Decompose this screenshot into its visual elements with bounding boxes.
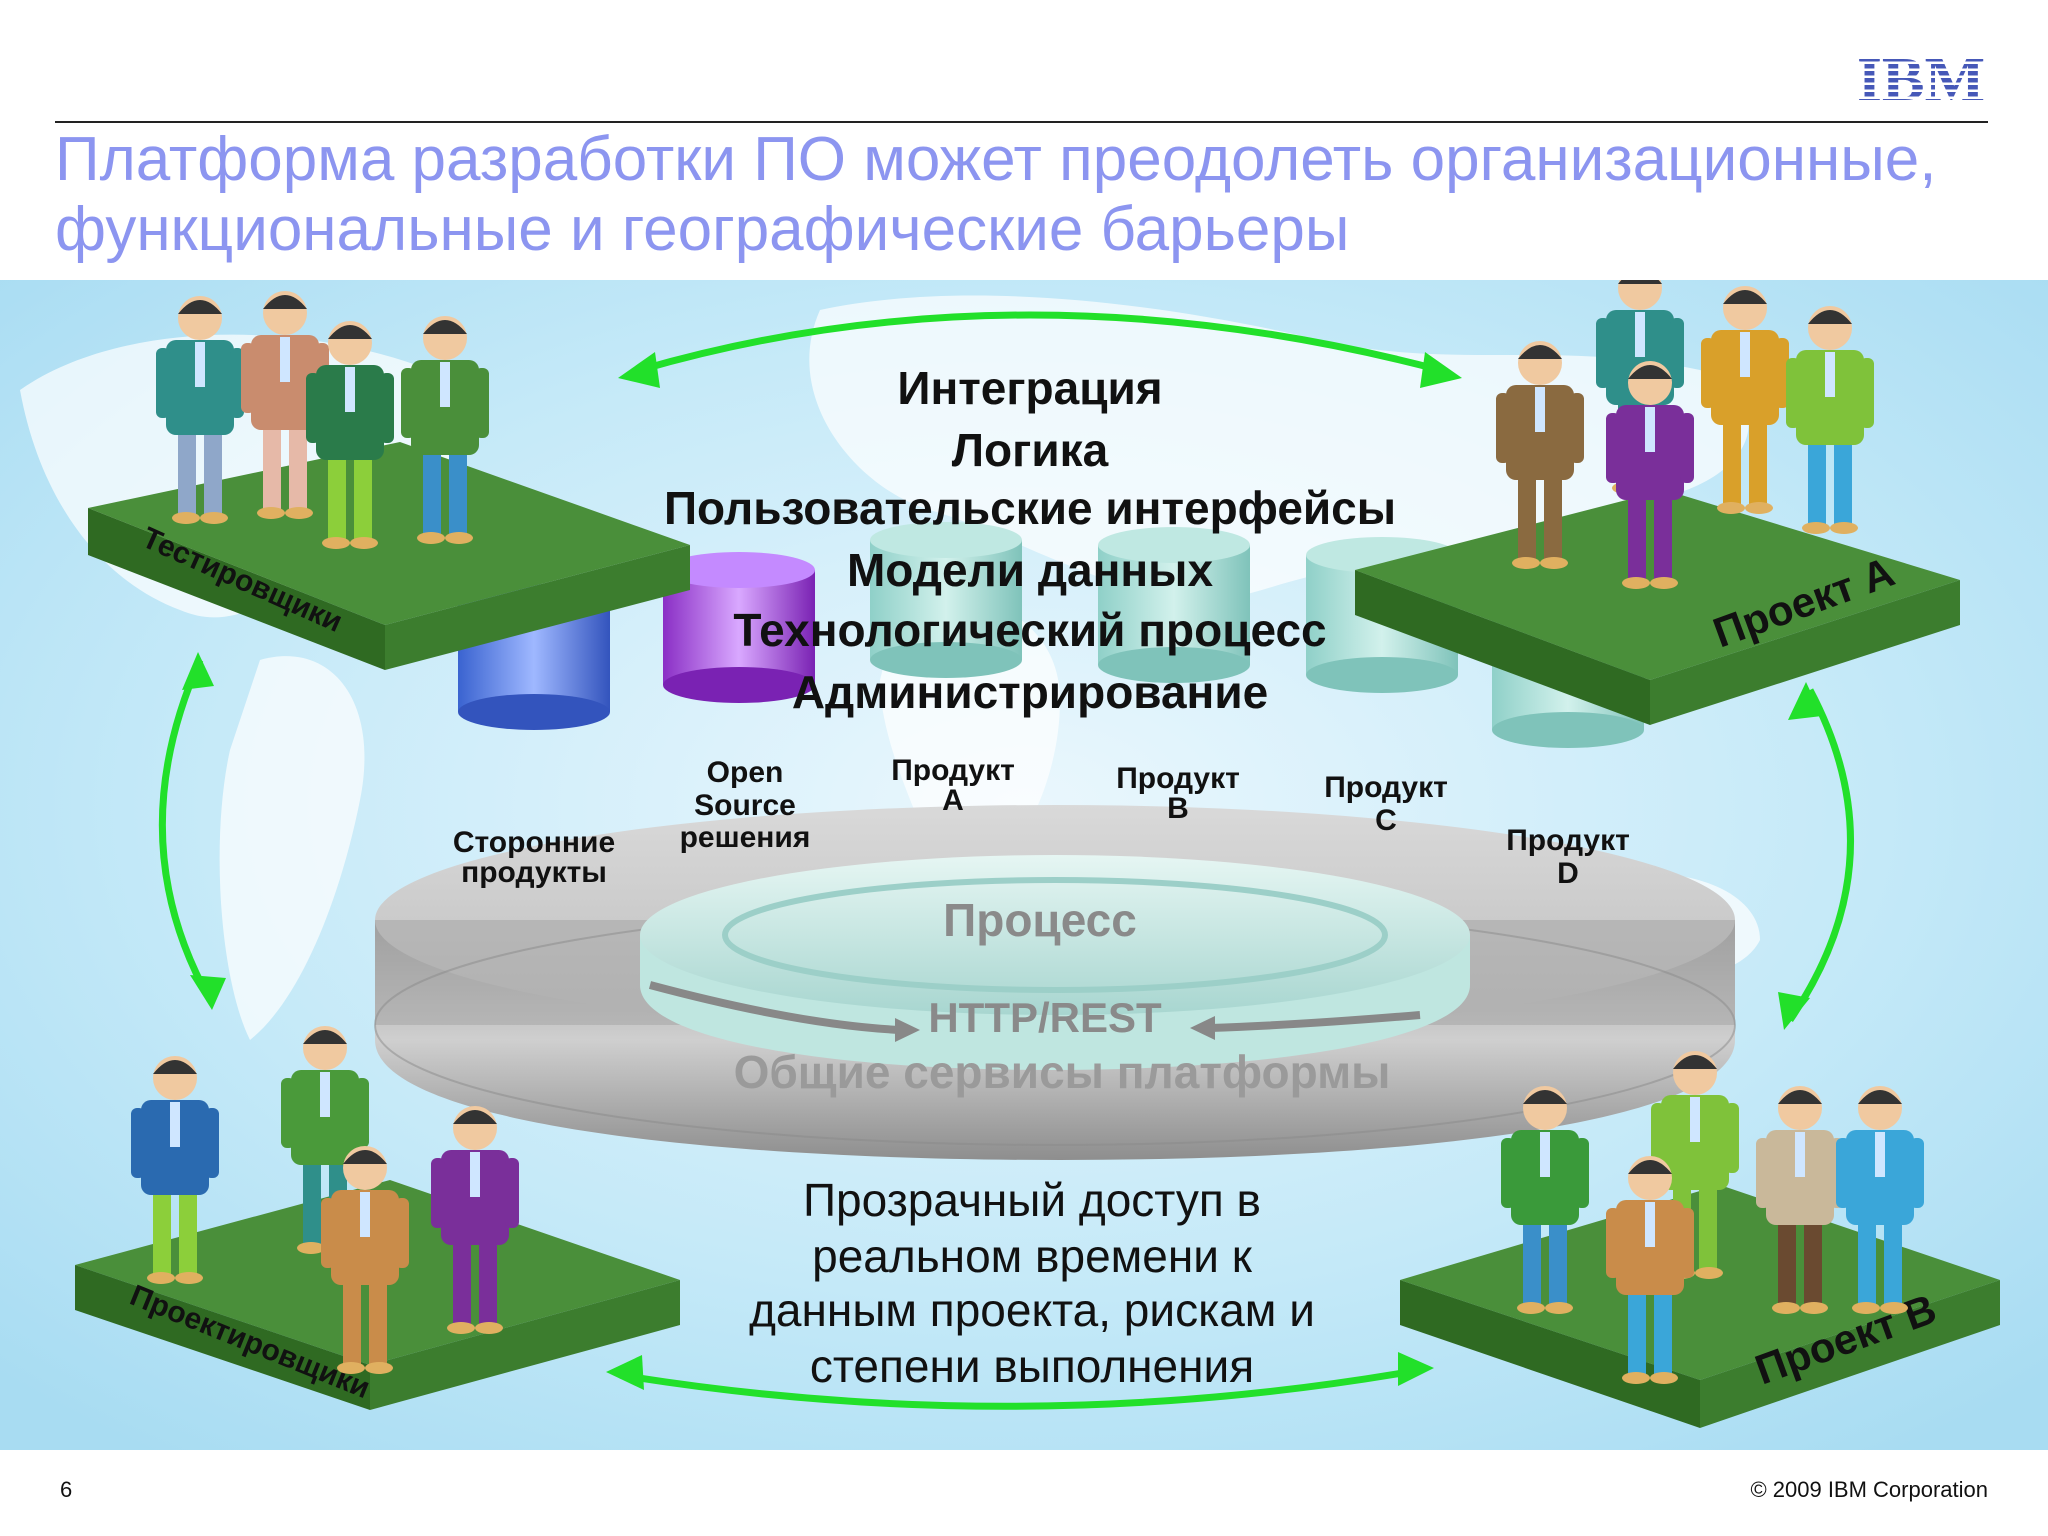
person-figure: [1701, 286, 1789, 514]
product-d-label-2: D: [1557, 857, 1579, 890]
title-line-2: функциональные и географические барьеры: [55, 195, 1350, 264]
person-figure: [241, 291, 329, 519]
person-figure: [1836, 1086, 1924, 1314]
people-figures: [131, 280, 1924, 1384]
person-figure: [1606, 361, 1694, 589]
common-services-label: Общие сервисы платформы: [734, 1046, 1391, 1098]
page-number: 6: [60, 1477, 73, 1502]
platform-disk: [374, 805, 1736, 1160]
open-source-label-2: Source: [694, 789, 796, 822]
ibm-logo: IBM: [1855, 50, 1987, 105]
collaboration-arrows: [158, 311, 1854, 1410]
person-figure: [1786, 306, 1874, 534]
person-figure: [131, 1056, 219, 1284]
capabilities-list: Интеграция Логика Пользовательские интер…: [664, 362, 1396, 718]
person-figure: [401, 316, 489, 544]
http-arrow-right: [895, 1018, 920, 1042]
copyright: © 2009 IBM Corporation: [1750, 1477, 1988, 1502]
person-figure: [431, 1106, 519, 1334]
title-line-1: Платформа разработки ПО может преодолеть…: [55, 125, 1937, 194]
person-figure: [1496, 341, 1584, 569]
title-rule: [55, 121, 1988, 123]
cylinder-product-b: [1098, 527, 1250, 683]
person-figure: [1651, 1051, 1739, 1279]
open-source-label-1: Open: [707, 756, 784, 789]
access-line-3: данным проекта, рискам и: [749, 1284, 1315, 1336]
open-source-label-3: решения: [680, 821, 811, 854]
third-party-label-1: Сторонние: [453, 826, 615, 859]
person-figure: [156, 296, 244, 524]
access-line-2: реальном времени к: [812, 1230, 1253, 1282]
cylinder-product-a: [870, 522, 1022, 678]
capability-2: Логика: [952, 424, 1109, 476]
person-figure: [306, 321, 394, 549]
capability-3: Пользовательские интерфейсы: [664, 482, 1396, 534]
capability-4: Модели данных: [847, 544, 1214, 596]
arrow-heads: [182, 352, 1822, 1390]
slide-title: Платформа разработки ПО может преодолеть…: [55, 125, 2015, 265]
product-a-label-2: А: [942, 784, 964, 817]
person-figure: [1501, 1086, 1589, 1314]
product-b-label-1: Продукт: [1116, 762, 1240, 795]
person-figure: [321, 1146, 409, 1374]
http-arrow-left: [1190, 1016, 1215, 1040]
third-party-label-2: продукты: [461, 856, 607, 889]
product-c-label-1: Продукт: [1324, 771, 1448, 804]
process-label: Процесс: [943, 894, 1137, 946]
product-c-label-2: С: [1375, 804, 1397, 837]
access-line-4: степени выполнения: [810, 1340, 1254, 1392]
access-line-1: Прозрачный доступ в: [803, 1174, 1261, 1226]
access-text: Прозрачный доступ в реальном времени к д…: [749, 1174, 1315, 1392]
product-a-label-1: Продукт: [891, 754, 1015, 787]
capability-6: Администрирование: [792, 666, 1268, 718]
platform-diagram: Сторонние продукты Open Source решения П…: [0, 280, 2048, 1450]
person-figure: [1606, 1156, 1694, 1384]
product-d-label-1: Продукт: [1506, 824, 1630, 857]
capability-5: Технологический процесс: [733, 604, 1326, 656]
capability-1: Интеграция: [897, 362, 1162, 414]
product-b-label-2: В: [1167, 792, 1189, 825]
http-rest-label: HTTP/REST: [928, 994, 1162, 1041]
